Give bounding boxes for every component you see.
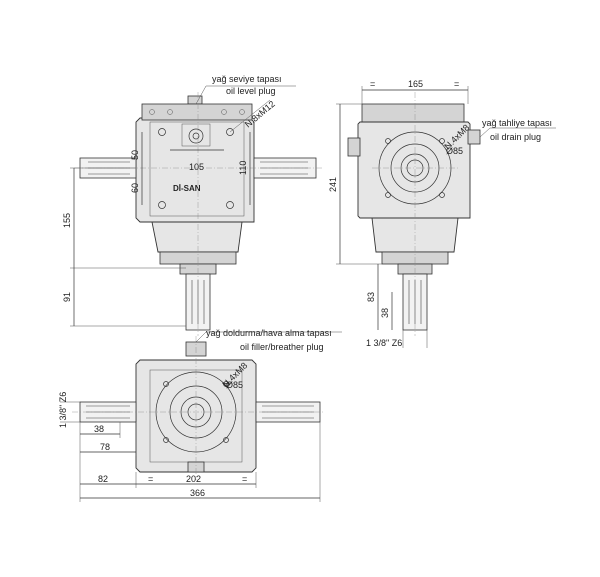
oil-level-label-en: oil level plug [226,86,276,96]
dim-155: 155 [62,213,72,228]
dim-165: 165 [408,79,423,89]
front-neck [151,221,243,253]
dim-eq-3: = [148,474,153,484]
dim-78: 78 [100,442,110,452]
oil-drain-plug [467,129,481,145]
brand-logo: Dİ-SAN [173,184,201,193]
oil-filler-label-en: oil filler/breather plug [240,342,324,352]
top-dia-callout: Ø85 [226,380,243,390]
dim-38-top: 38 [94,424,104,434]
side-view: 165 = = 241 83 38 1 3/8" Z6 yağ tahliye … [328,79,556,348]
dim-366: 366 [190,488,205,498]
dim-110: 110 [238,161,248,175]
oil-level-label-tr: yağ seviye tapası [212,74,282,84]
side-dia-callout: Ø85 [446,146,463,156]
dim-91: 91 [62,292,72,302]
dim-60: 60 [130,183,140,193]
oil-drain-label-en: oil drain plug [490,132,541,142]
side-spline-callout: 1 3/8" Z6 [366,338,402,348]
dim-82: 82 [98,474,108,484]
oil-drain-label-tr: yağ tahliye tapası [482,118,552,128]
dim-105: 105 [189,162,204,172]
dim-eq-2: = [454,79,459,89]
dim-241: 241 [328,177,338,192]
front-view: Dİ-SAN yağ seviye tapası oil level plug … [62,74,322,336]
side-top-flange [361,103,465,123]
dim-202: 202 [186,474,201,484]
dim-50: 50 [130,150,140,160]
side-left-boss [347,137,361,157]
top-view: yağ doldurma/hava alma tapası oil filler… [58,328,342,502]
top-spline-callout: 1 3/8" Z6 [58,392,68,428]
dim-83: 83 [366,292,376,302]
oil-filler-label-tr: yağ doldurma/hava alma tapası [206,328,332,338]
dim-eq-4: = [242,474,247,484]
dim-38-side: 38 [380,308,390,318]
dim-eq-1: = [370,79,375,89]
front-top-flange [141,103,253,121]
